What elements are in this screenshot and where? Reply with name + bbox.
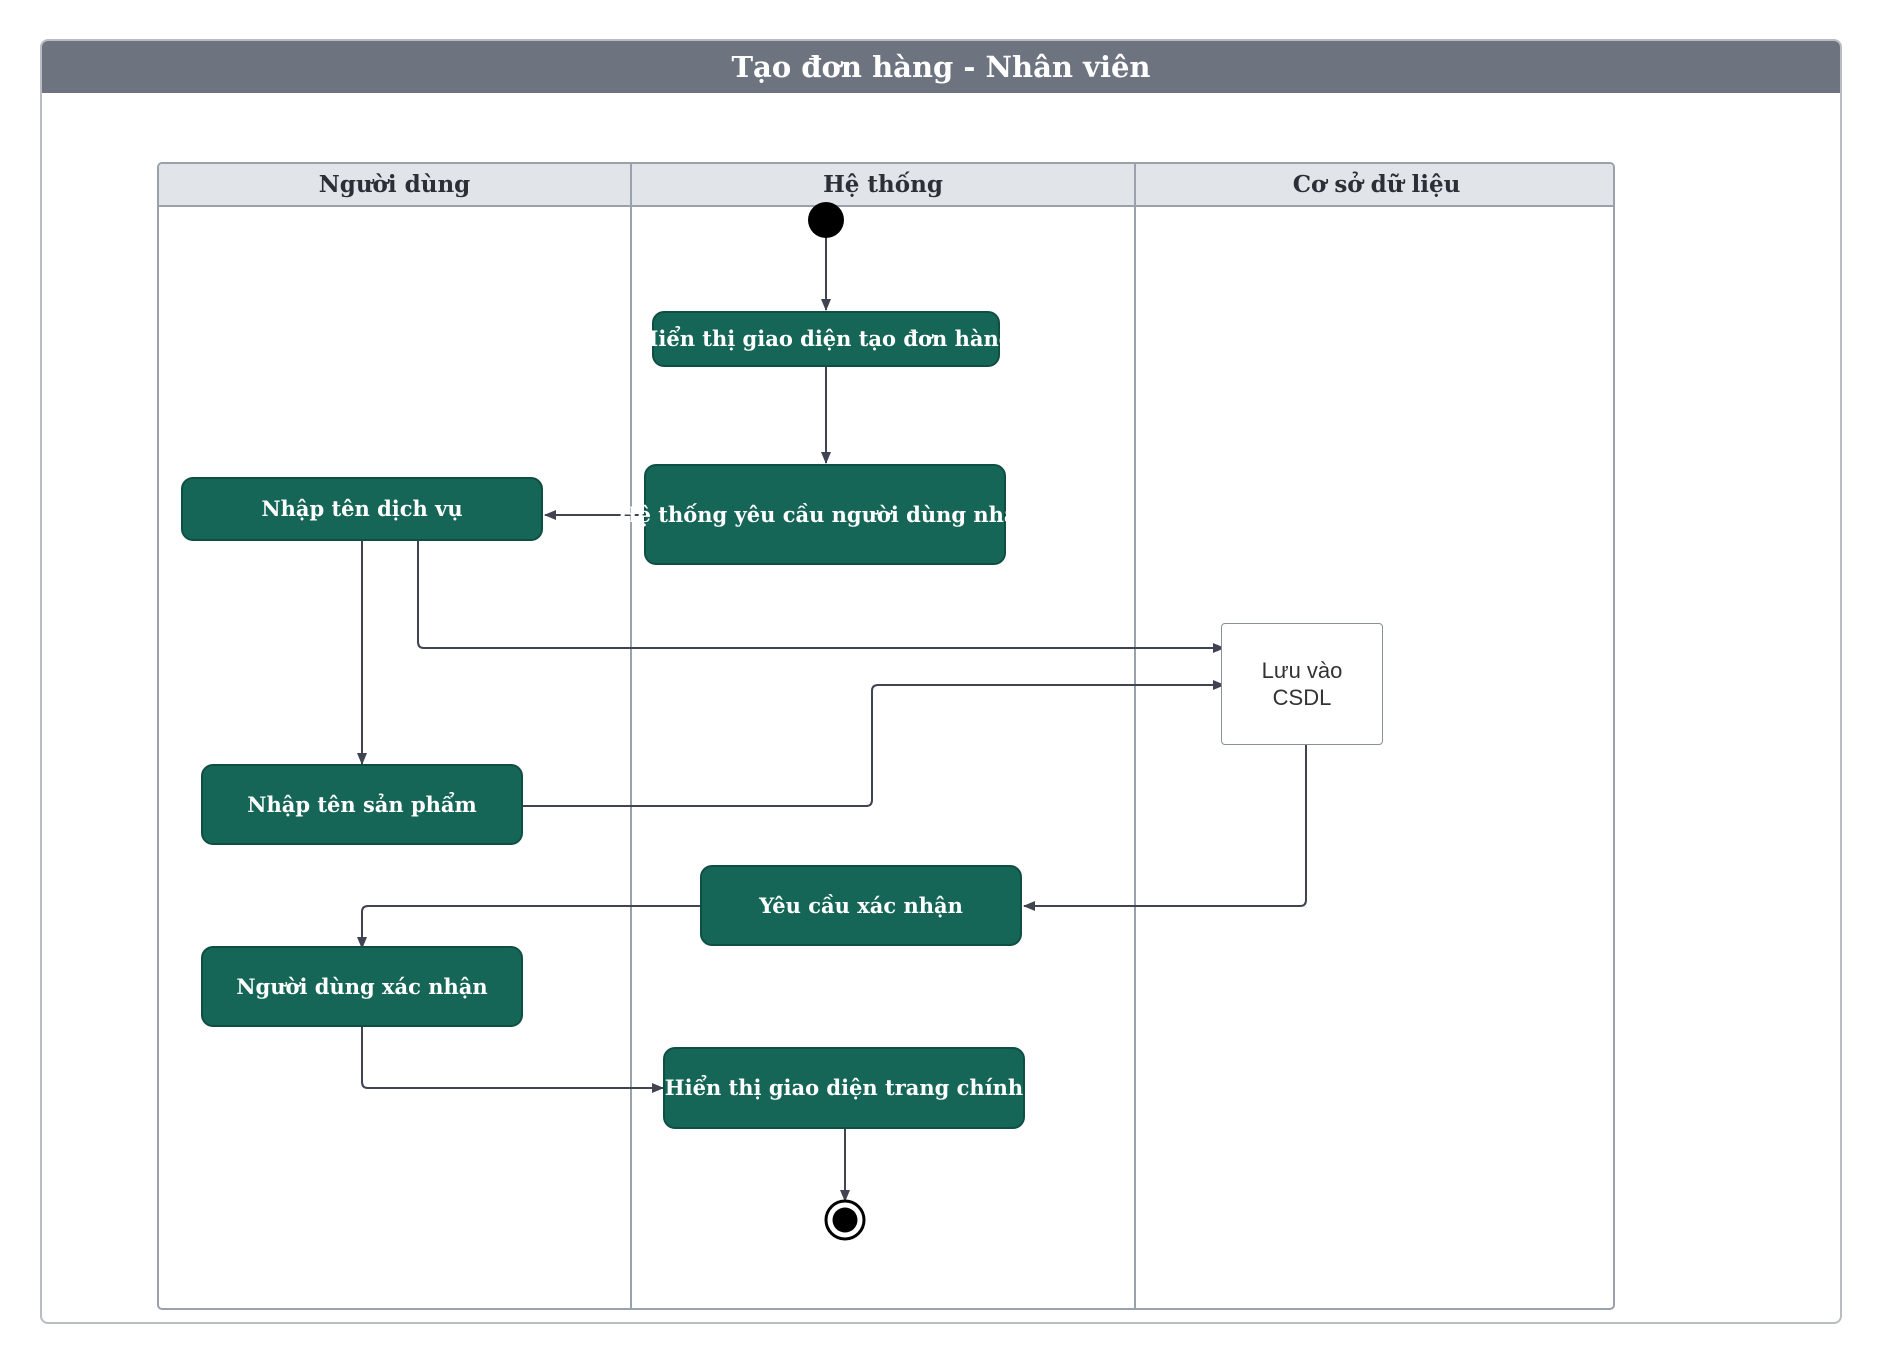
- action-show-main-ui: Hiển thị giao diện trang chính: [663, 1047, 1025, 1129]
- action-enter-product-name: Nhập tên sản phẩm: [201, 764, 523, 845]
- lane-header-co-so-du-lieu: Cơ sở dữ liệu: [1136, 164, 1613, 207]
- edge-service-to-db: [417, 540, 1225, 653]
- edge-confirm-request-to-user: [357, 905, 700, 949]
- lane-header-he-thong: Hệ thống: [632, 164, 1134, 207]
- edge-user-confirm-to-main: [361, 1027, 664, 1093]
- action-show-create-ui: Hiển thị giao diện tạo đơn hàng: [639, 311, 1013, 367]
- end-node-core: [832, 1207, 858, 1233]
- edge-product-to-db: [523, 680, 1225, 807]
- action-save-to-db: Lưu vào CSDL: [1221, 623, 1383, 745]
- lane-nguoi-dung: Người dùng: [159, 164, 632, 1308]
- action-user-confirm: Người dùng xác nhận: [201, 946, 523, 1027]
- edge-db-to-confirm-request: [1023, 745, 1307, 911]
- diagram-title: Tạo đơn hàng - Nhân viên: [42, 41, 1840, 93]
- action-system-request-input: Hệ thống yêu cầu người dùng nhập: [618, 464, 1032, 565]
- start-node: [808, 202, 844, 238]
- lane-he-thong: Hệ thống: [632, 164, 1136, 1308]
- action-request-confirm: Yêu cầu xác nhận: [700, 865, 1022, 946]
- lane-header-nguoi-dung: Người dùng: [159, 164, 630, 207]
- lane-co-so-du-lieu: Cơ sở dữ liệu: [1136, 164, 1613, 1308]
- action-enter-service-name: Nhập tên dịch vụ: [181, 477, 543, 541]
